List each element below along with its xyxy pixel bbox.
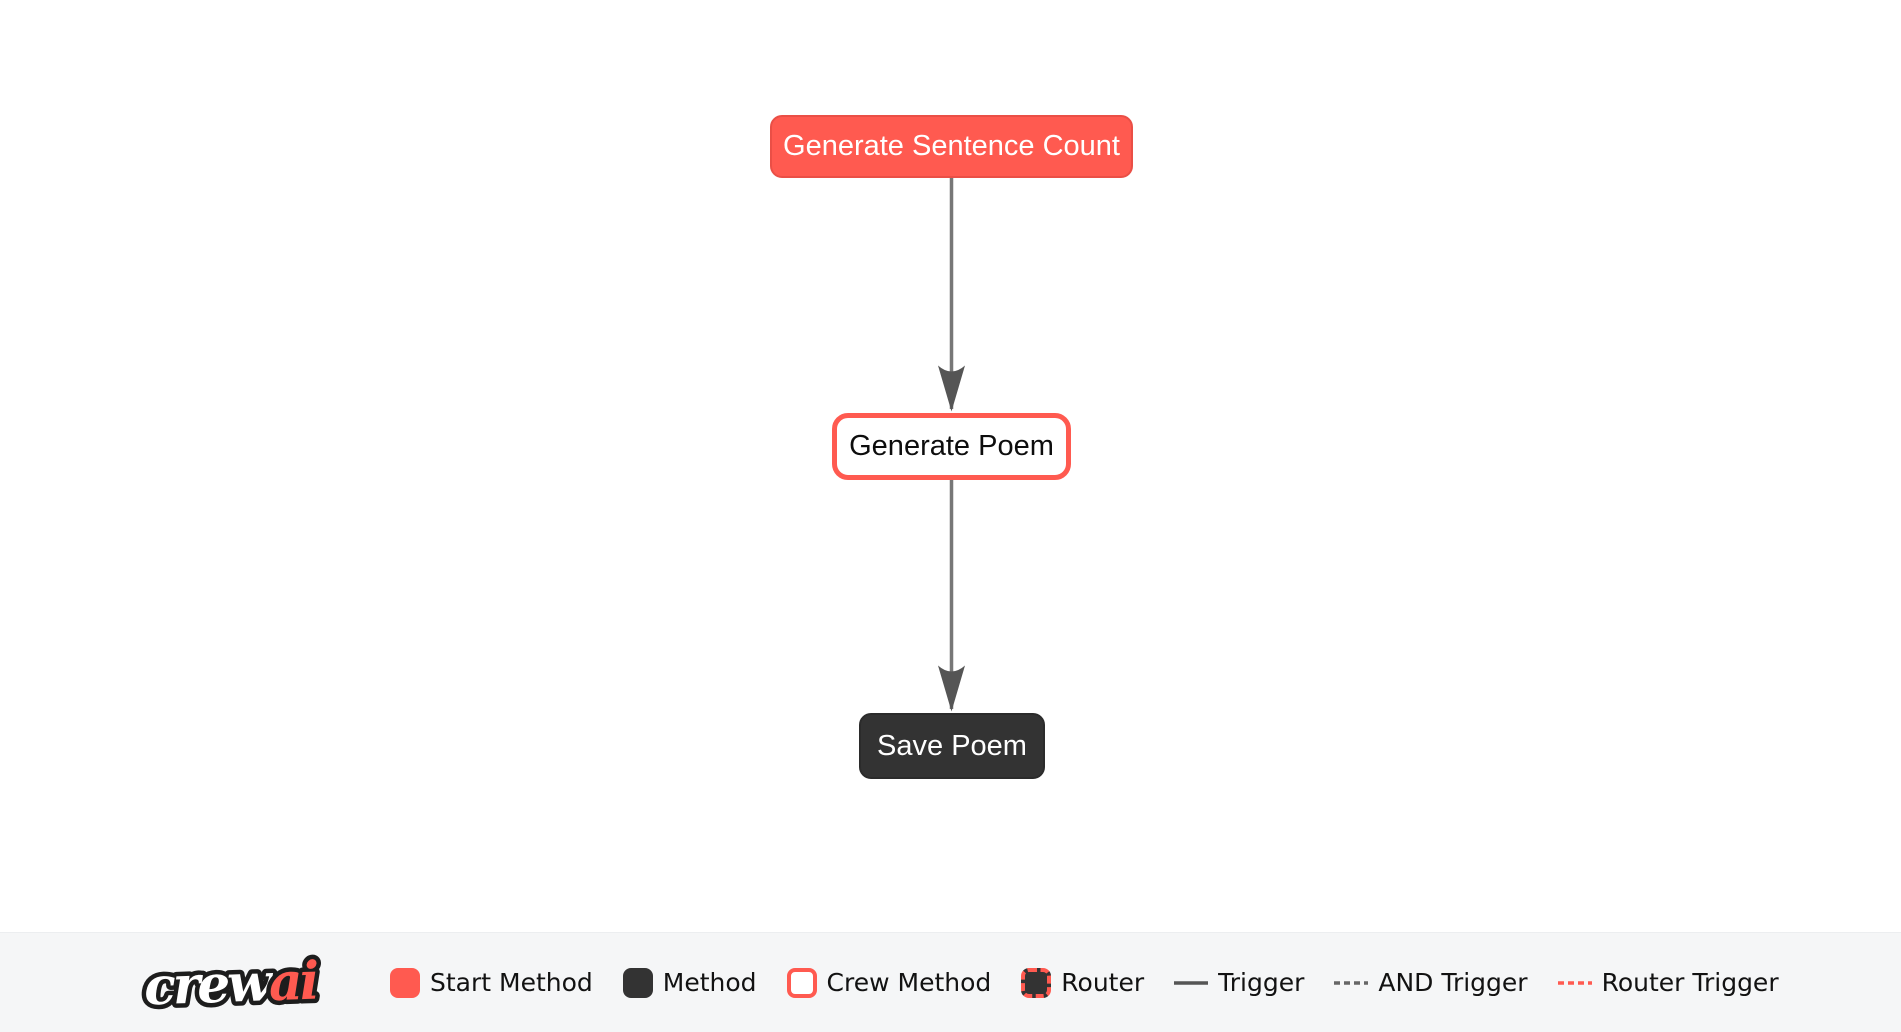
trigger-line-icon — [1174, 979, 1209, 987]
logo-text-ai: ai — [268, 950, 319, 1013]
flow-canvas[interactable]: Generate Sentence Count Generate Poem Sa… — [0, 0, 1901, 932]
legend-bar: crewai Start Method Method Crew Method R… — [0, 932, 1901, 1032]
node-label: Generate Poem — [849, 430, 1054, 462]
logo-text-crew: crew — [143, 952, 275, 1018]
node-generate-sentence-count[interactable]: Generate Sentence Count — [770, 115, 1133, 178]
legend-item-router-trigger: Router Trigger — [1557, 968, 1779, 997]
legend-item-method: Method — [622, 967, 757, 998]
router-trigger-line-icon — [1557, 979, 1592, 987]
node-label: Save Poem — [877, 729, 1027, 762]
node-save-poem[interactable]: Save Poem — [859, 713, 1045, 779]
legend-item-crew-method: Crew Method — [786, 967, 992, 998]
start-method-swatch-icon — [390, 967, 420, 998]
legend-item-and-trigger: AND Trigger — [1334, 968, 1528, 997]
legend-item-trigger: Trigger — [1174, 968, 1304, 997]
crewai-logo: crewai — [139, 946, 352, 1022]
method-swatch-icon — [622, 967, 653, 998]
node-generate-poem[interactable]: Generate Poem — [832, 413, 1071, 480]
crew-method-swatch-icon — [786, 967, 817, 998]
legend-label: Trigger — [1218, 968, 1305, 997]
legend-label: Router — [1061, 968, 1145, 997]
node-label: Generate Sentence Count — [783, 130, 1120, 162]
legend-label: Crew Method — [826, 968, 992, 997]
legend-item-start-method: Start Method — [390, 967, 593, 998]
legend-label: Router Trigger — [1601, 968, 1779, 997]
legend-label: Start Method — [430, 968, 593, 997]
svg-text:crewai: crewai — [143, 950, 319, 1017]
legend-label: Method — [662, 968, 757, 997]
and-trigger-line-icon — [1334, 979, 1369, 987]
legend-label: AND Trigger — [1378, 968, 1528, 997]
arrowhead-down-icon — [938, 365, 965, 412]
arrowhead-down-icon — [938, 665, 965, 712]
crewai-logo-icon: crewai — [139, 946, 324, 1022]
legend-item-router: Router — [1021, 967, 1145, 998]
router-swatch-icon — [1021, 967, 1052, 998]
